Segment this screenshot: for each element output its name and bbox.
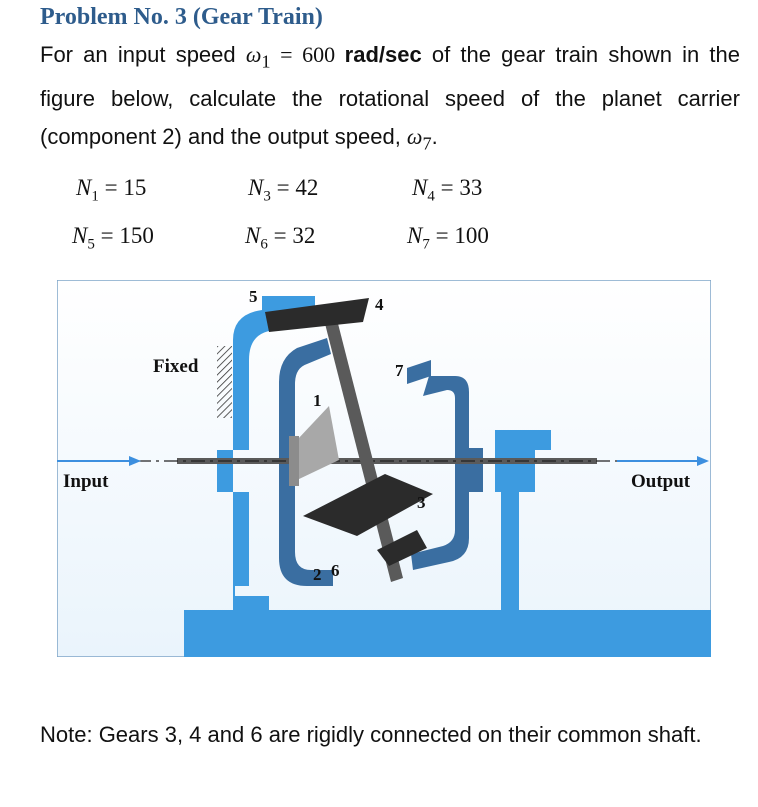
gear-1-sun — [297, 406, 339, 480]
gear-train-figure: Fixed Input Output 5 4 1 7 3 2 6 — [56, 279, 712, 658]
teeth-n3: N3 = 42 — [248, 175, 319, 205]
note-text: Note: Gears 3, 4 and 6 are rigidly conne… — [40, 722, 702, 747]
omega-7-sub: 7 — [422, 133, 432, 154]
problem-statement: For an input speed ω1 = 600 rad/sec of t… — [40, 36, 740, 163]
gear-label-6: 6 — [331, 561, 340, 580]
teeth-n4: N4 = 33 — [412, 175, 483, 205]
fixed-wall-hatch — [217, 346, 232, 418]
teeth-n7: N7 = 100 — [407, 223, 489, 253]
fixed-label: Fixed — [153, 356, 199, 377]
carrier-top-tab — [407, 360, 431, 384]
base-plate — [184, 610, 711, 657]
output-label: Output — [631, 471, 691, 492]
gear-label-3: 3 — [417, 493, 426, 512]
input-arrow-head — [129, 456, 141, 466]
problem-intro-1: For an input speed — [40, 42, 246, 67]
gear-label-7: 7 — [395, 361, 404, 380]
omega-1-symbol: ω — [245, 42, 262, 67]
fixed-frame — [217, 296, 315, 616]
input-speed-value: = 600 — [270, 42, 345, 67]
speed-unit: rad/sec — [344, 42, 422, 67]
problem-title: Problem No. 3 (Gear Train) — [40, 4, 323, 30]
planet-carrier-left — [279, 338, 333, 586]
gear-6 — [377, 530, 427, 566]
gear-4 — [265, 298, 369, 332]
omega-1-sub: 1 — [261, 51, 271, 72]
gear-label-5: 5 — [249, 287, 258, 306]
gear-label-4: 4 — [375, 295, 384, 314]
teeth-n1: N1 = 15 — [76, 175, 147, 205]
problem-intro-2: of the gear train shown in the figure be… — [40, 42, 740, 150]
gear-label-1: 1 — [313, 391, 322, 410]
right-bearing-support — [495, 430, 551, 610]
output-arrow-head — [697, 456, 709, 466]
omega-7-symbol: ω — [406, 124, 423, 150]
teeth-n5: N5 = 150 — [72, 223, 154, 253]
figure-frame — [56, 279, 712, 658]
gear-3 — [303, 474, 433, 536]
gear-label-2: 2 — [313, 565, 322, 584]
statement-period: . — [431, 124, 438, 150]
gear-train-drawing: Fixed Input Output 5 4 1 7 3 2 6 — [56, 279, 712, 658]
teeth-n6: N6 = 32 — [245, 223, 316, 253]
gear-7-hub — [455, 448, 483, 492]
input-label: Input — [63, 471, 109, 492]
gear-1-hub — [289, 436, 299, 486]
